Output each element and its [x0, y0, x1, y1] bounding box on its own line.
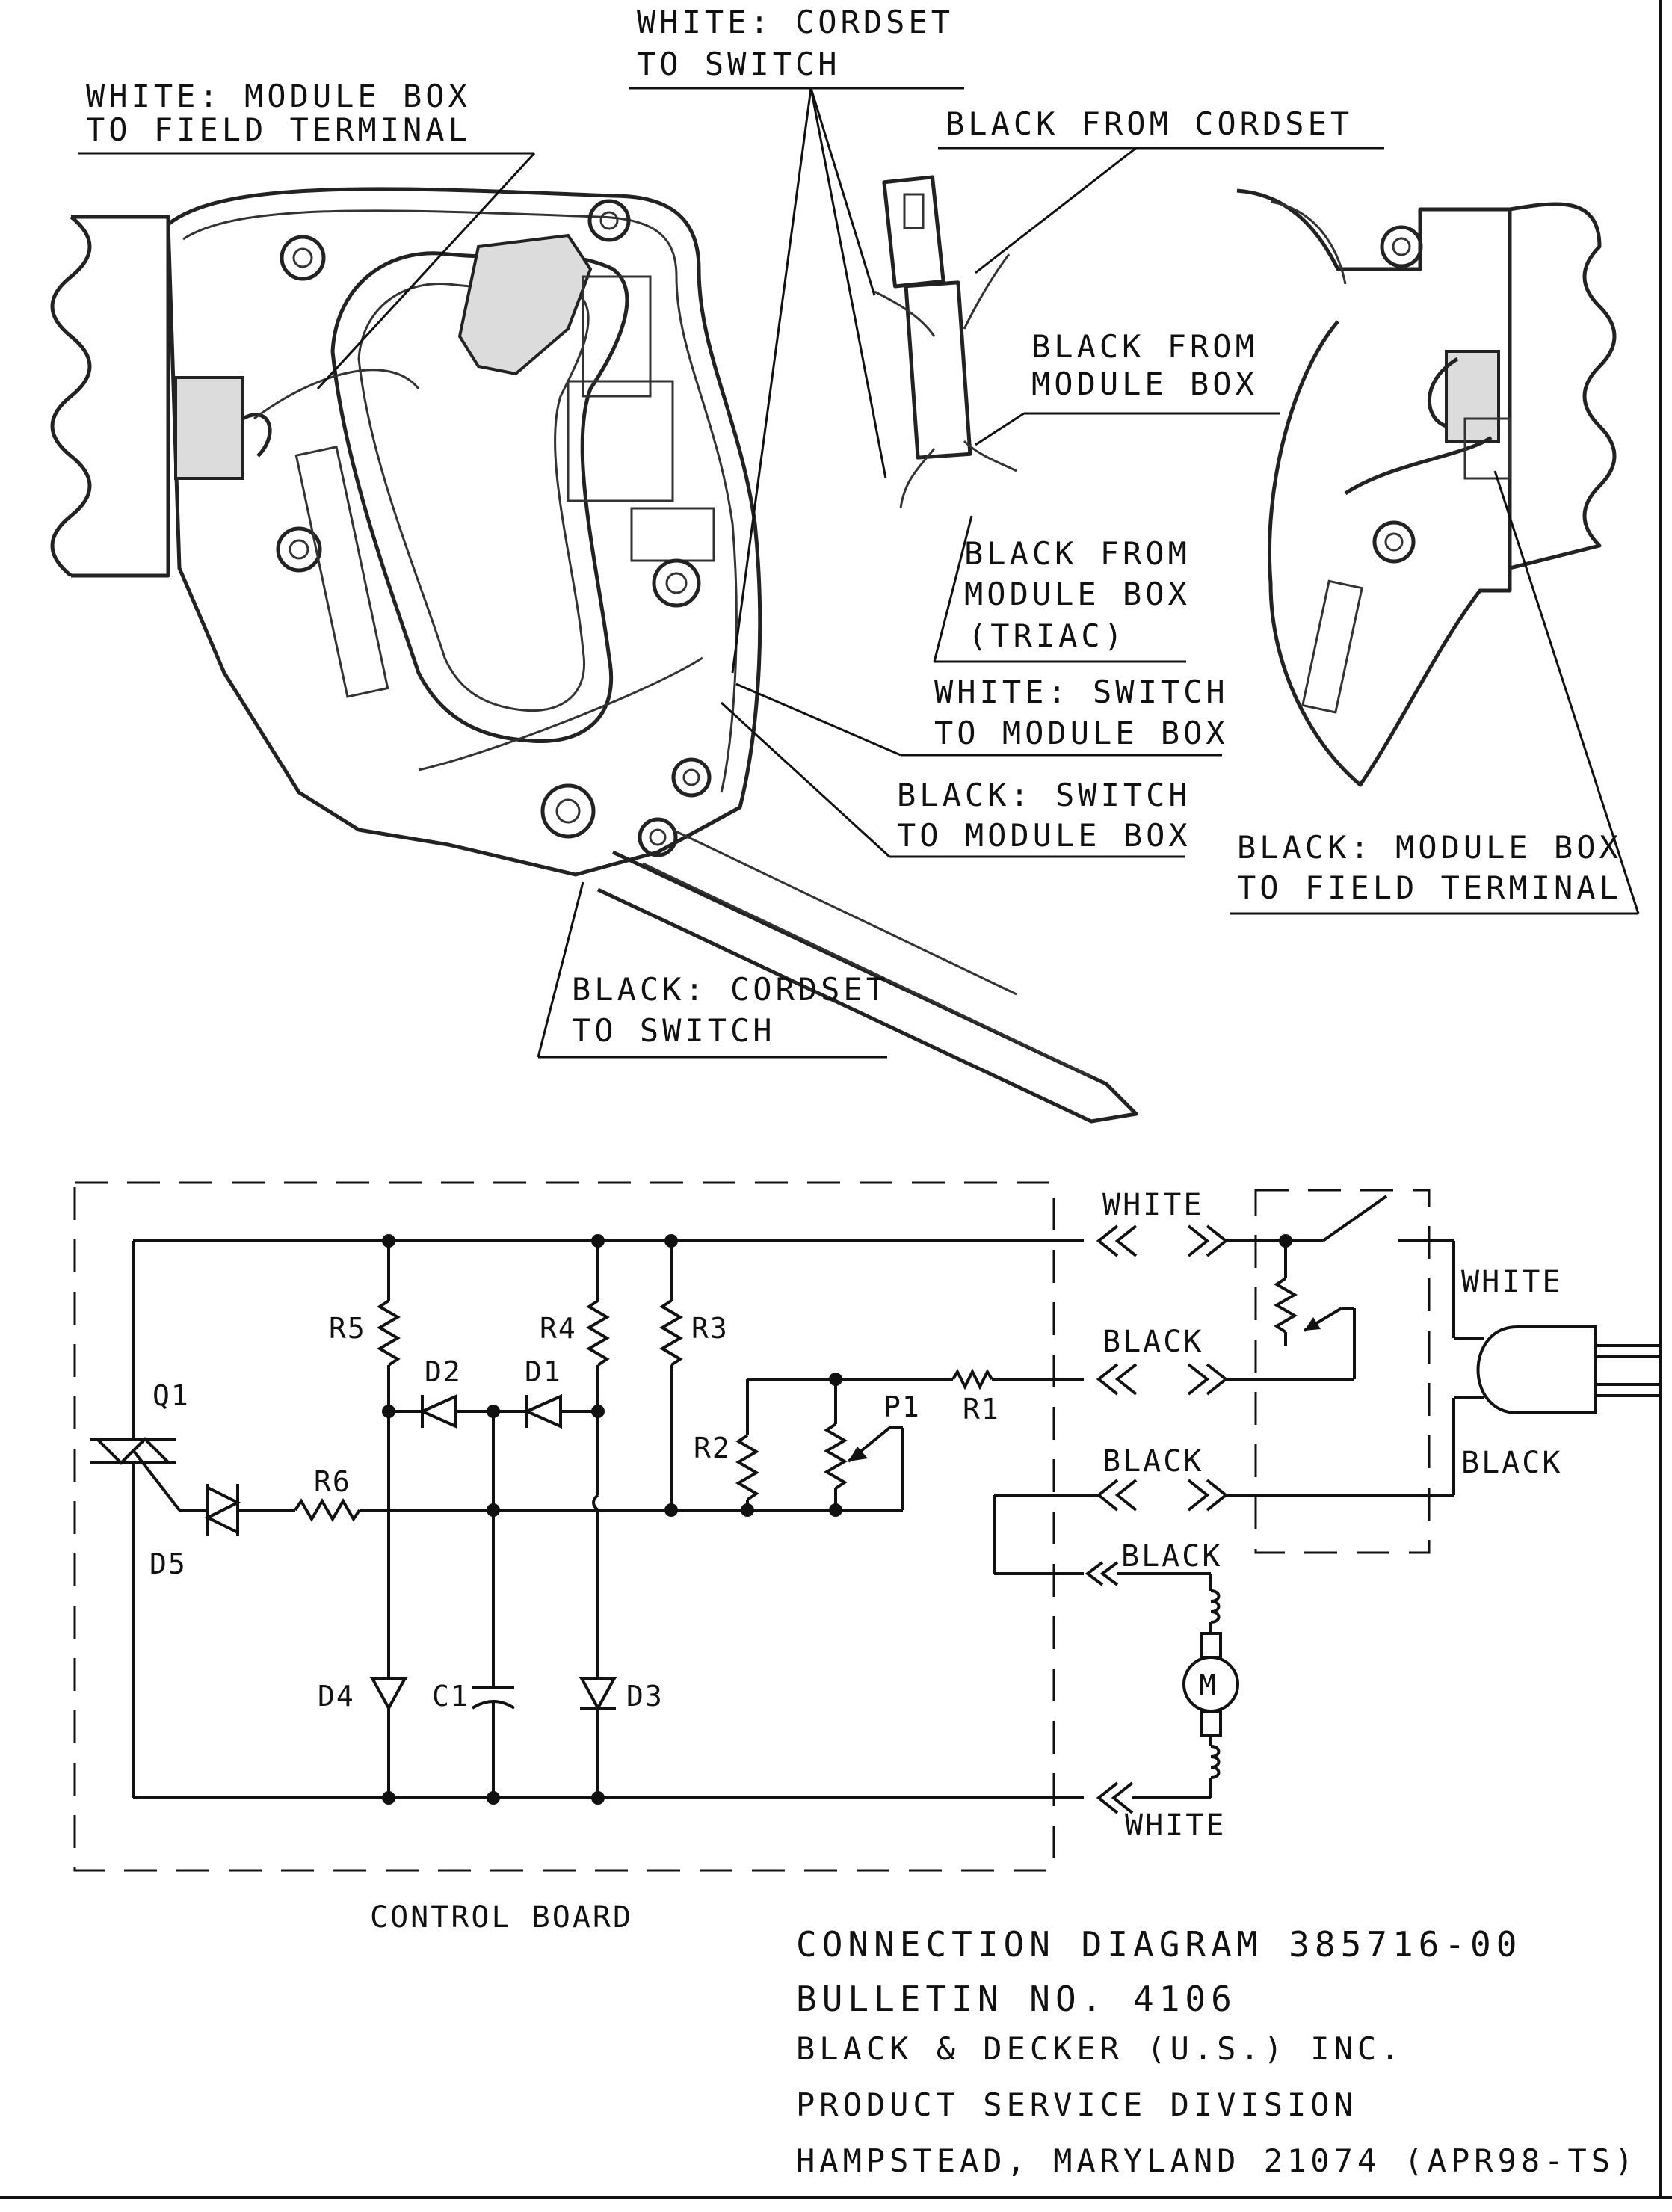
callout-line-2: TO MODULE BOX	[897, 817, 1191, 854]
callout-white-switch-module: WHITE: SWITCH TO MODULE BOX	[735, 674, 1229, 757]
d1-label: D1	[525, 1355, 562, 1388]
r5-label: R5	[329, 1312, 366, 1345]
bulletin-number: BULLETIN NO. 4106	[796, 1979, 1237, 2019]
callout-black-from-module: BLACK FROM MODULE BOX	[975, 328, 1280, 446]
company-name: BLACK & DECKER (U.S.) INC.	[796, 2030, 1404, 2067]
diagram-number: CONNECTION DIAGRAM 385716-00	[796, 1924, 1522, 1965]
resistor-r6: R6	[294, 1465, 747, 1522]
r3-label: R3	[691, 1312, 729, 1345]
p1-label: P1	[883, 1390, 921, 1423]
callout-line-2: TO SWITCH	[637, 46, 841, 82]
d3-label: D3	[626, 1680, 664, 1713]
callout-black-module-field: BLACK: MODULE BOX TO FIELD TERMINAL	[1230, 470, 1640, 915]
switch-box-outline	[1254, 1189, 1431, 1554]
wire-label-black-r1: BLACK	[1102, 1325, 1203, 1359]
callout-black-from-cordset: BLACK FROM CORDSET	[938, 105, 1384, 274]
wire-label-black-lower: BLACK	[1102, 1444, 1203, 1479]
callout-line-1: WHITE: MODULE BOX	[86, 78, 471, 114]
r4-label: R4	[540, 1312, 577, 1345]
r6-label: R6	[314, 1465, 351, 1498]
callout-white-module-field: WHITE: MODULE BOX TO FIELD TERMINAL	[78, 78, 536, 390]
triac-q1: Q1	[90, 1379, 208, 1512]
callout-line-2: MODULE BOX	[1031, 366, 1258, 402]
motor-label: M	[1199, 1669, 1218, 1701]
saw-handle-drawing	[50, 187, 1138, 1124]
c1-label: C1	[432, 1680, 469, 1713]
callout-line-1: WHITE: SWITCH	[934, 674, 1229, 710]
callout-line-1: BLACK: MODULE BOX	[1237, 829, 1622, 866]
callout-black-from-module-triac: BLACK FROM MODULE BOX (TRIAC)	[933, 515, 1191, 663]
external-wiring: WHITE BLACK BLACK BLACK M	[993, 1188, 1661, 1843]
wire-label-plug-black: BLACK	[1461, 1446, 1562, 1480]
module-box-drawing	[1236, 188, 1617, 787]
callout-line-1: BLACK FROM	[964, 535, 1191, 572]
callout-line-1: BLACK: CORDSET	[572, 971, 889, 1008]
callout-line-1: BLACK FROM CORDSET	[945, 105, 1353, 142]
wire-label-black-motor: BLACK	[1121, 1539, 1222, 1574]
r2-label: R2	[694, 1432, 731, 1464]
callout-line-2: TO FIELD TERMINAL	[86, 111, 471, 148]
d4-label: D4	[318, 1680, 355, 1713]
callout-white-cordset-switch: WHITE: CORDSET TO SWITCH	[629, 4, 964, 674]
callout-line-2: TO FIELD TERMINAL	[1237, 869, 1622, 906]
callout-line-1: BLACK: SWITCH	[897, 777, 1191, 813]
wire-label-white-motor: WHITE	[1125, 1808, 1226, 1843]
plug-icon	[1476, 1325, 1661, 1414]
callout-line-3: (TRIAC)	[968, 617, 1126, 654]
d2-label: D2	[425, 1355, 462, 1388]
callout-black-switch-module: BLACK: SWITCH TO MODULE BOX	[720, 701, 1191, 858]
wire-label-plug-white: WHITE	[1461, 1265, 1562, 1299]
address-line: HAMPSTEAD, MARYLAND 21074 (APR98-TS)	[796, 2142, 1638, 2179]
control-board-label: CONTROL BOARD	[370, 1900, 633, 1935]
callout-line-1: WHITE: CORDSET	[637, 4, 954, 40]
d5-label: D5	[149, 1547, 187, 1580]
diac-d5: D5	[149, 1484, 295, 1580]
switch-unit-drawing	[874, 175, 1017, 509]
r1-label: R1	[963, 1393, 1000, 1426]
callout-line-2: TO SWITCH	[572, 1012, 776, 1049]
callout-line-2: MODULE BOX	[964, 576, 1191, 612]
callout-line-1: BLACK FROM	[1031, 328, 1258, 365]
callout-black-cordset-switch: BLACK: CORDSET TO SWITCH	[537, 881, 889, 1059]
q1-label: Q1	[152, 1379, 190, 1412]
control-board-outline	[73, 1181, 1055, 1872]
control-board-schematic: Q1 D5 R6 R5 D2 D1	[73, 1181, 1084, 1935]
motor-icon: M	[1182, 1574, 1239, 1798]
callout-line-2: TO MODULE BOX	[934, 715, 1229, 751]
title-block: CONNECTION DIAGRAM 385716-00 BULLETIN NO…	[796, 1924, 1638, 2179]
division-name: PRODUCT SERVICE DIVISION	[796, 2086, 1357, 2123]
wire-label-top-white: WHITE	[1102, 1188, 1203, 1222]
